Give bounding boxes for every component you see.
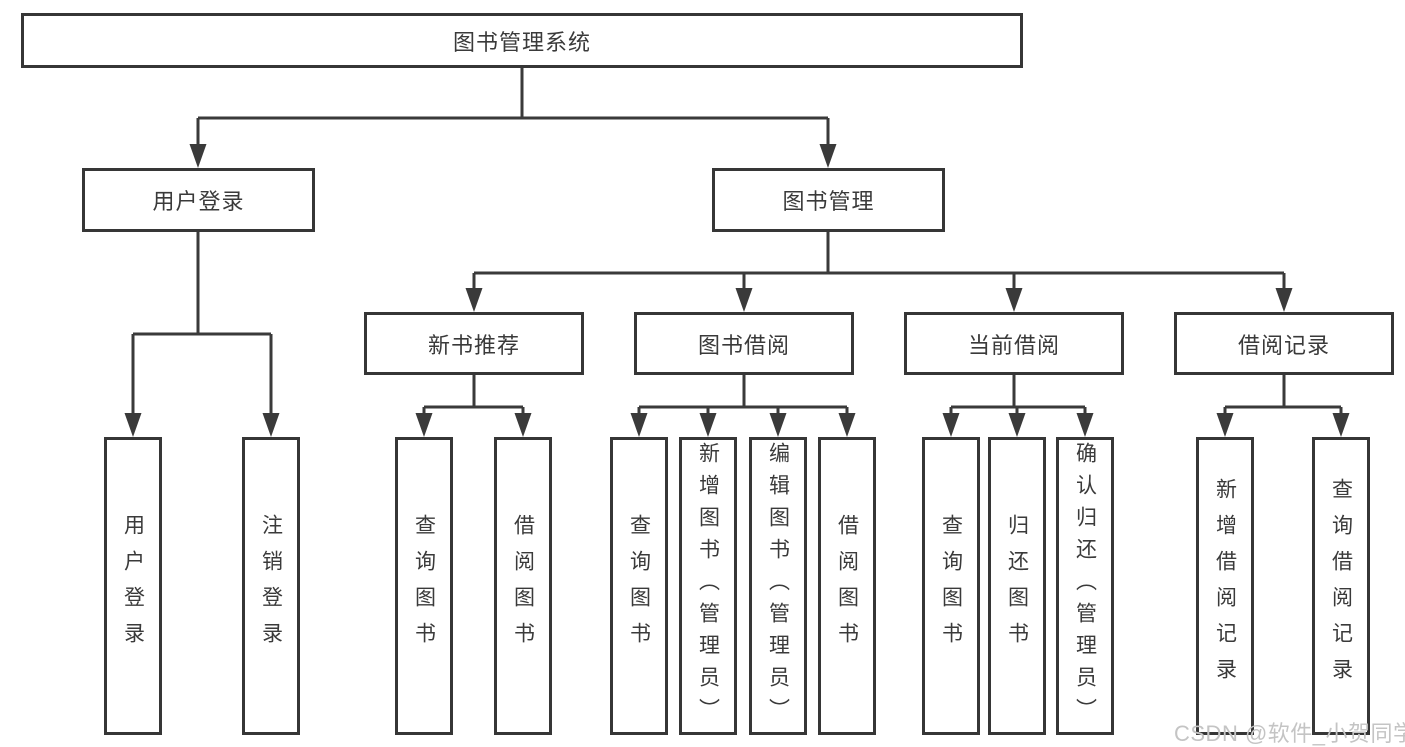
node-current-borrow: 当前借阅 [904,312,1124,375]
leaf-return-book: 归还图书 [988,437,1046,735]
node-library-system: 图书管理系统 [21,13,1023,68]
node-new-book-recommend: 新书推荐 [364,312,584,375]
node-book-management: 图书管理 [712,168,945,232]
leaf-borrow-books-recommend: 借阅图书 [494,437,552,735]
leaf-query-borrow-record: 查询借阅记录 [1312,437,1370,735]
leaf-query-books-current: 查询图书 [922,437,980,735]
arrowhead-icons [124,144,1350,437]
leaf-add-book-admin: 新增图书（管理员） [679,437,737,735]
node-user-login: 用户登录 [82,168,315,232]
node-borrow-records: 借阅记录 [1174,312,1394,375]
node-book-borrow: 图书借阅 [634,312,854,375]
leaf-add-borrow-record: 新增借阅记录 [1196,437,1254,735]
leaf-logout: 注销登录 [242,437,300,735]
watermark-text: CSDN @软件_小贺同学 [1174,721,1405,746]
leaf-edit-book-admin: 编辑图书（管理员） [749,437,807,735]
leaf-confirm-return-admin: 确认归还（管理员） [1056,437,1114,735]
leaf-user-login: 用户登录 [104,437,162,735]
leaf-query-books-borrow: 查询图书 [610,437,668,735]
leaf-borrow-books: 借阅图书 [818,437,876,735]
leaf-query-books-recommend: 查询图书 [395,437,453,735]
